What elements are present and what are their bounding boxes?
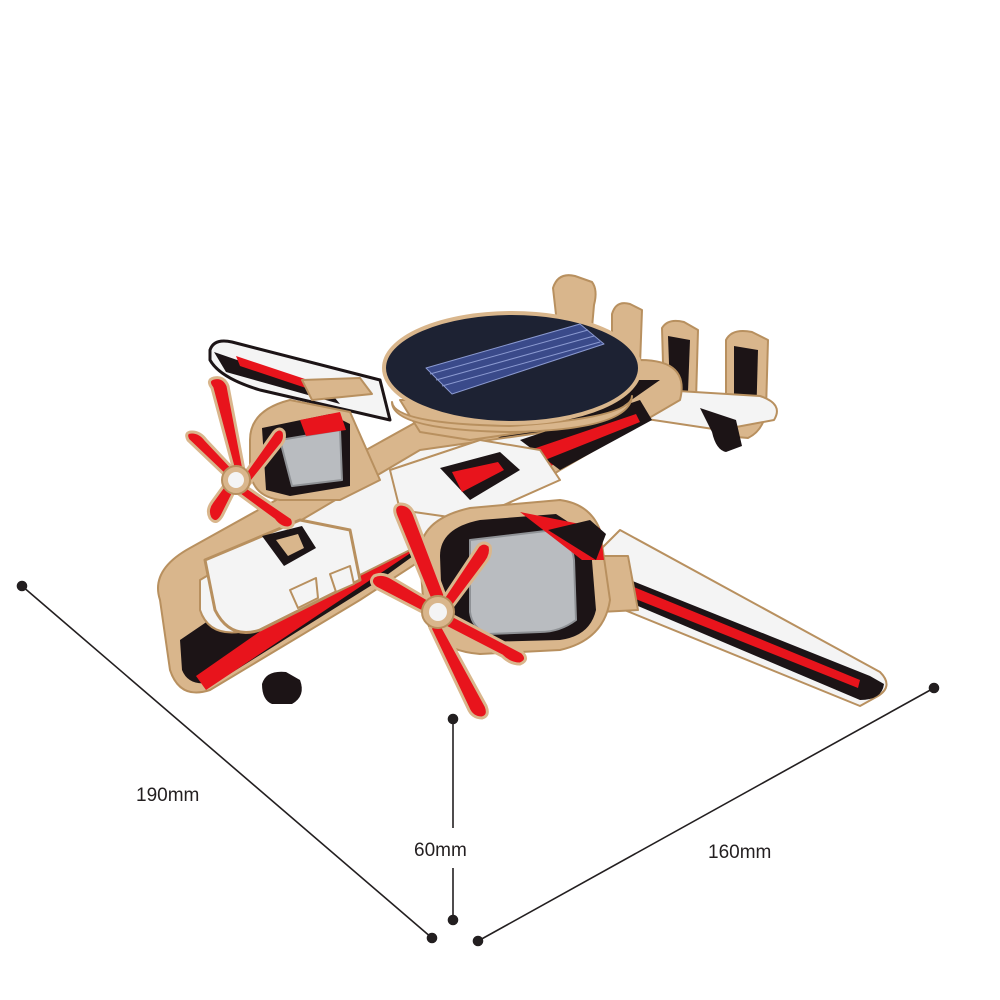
right-engine [418, 499, 611, 655]
width-dimension-line [477, 687, 935, 942]
left-wing [208, 339, 392, 422]
width-dimension-start-dot [472, 935, 484, 947]
length-dimension-line [21, 585, 433, 939]
length-dimension-end-dot [426, 932, 438, 944]
solar-radome [382, 311, 642, 441]
center-fuselage-panel [389, 439, 561, 521]
left-propeller [185, 376, 295, 530]
width-dimension-end-dot [928, 682, 940, 694]
height-dimension-bottom-dot [447, 914, 459, 926]
width-dimension-label: 160mm [708, 842, 772, 863]
right-propeller [369, 502, 527, 720]
solar-cells [425, 323, 605, 395]
length-dimension-start-dot [16, 580, 28, 592]
height-dimension-label: 60mm [414, 840, 467, 861]
dimension-lines [16, 580, 940, 947]
airplane-model [157, 274, 888, 720]
length-dimension-label: 190mm [136, 785, 200, 806]
right-wing [576, 529, 888, 707]
height-dimension-top-dot [447, 713, 459, 725]
